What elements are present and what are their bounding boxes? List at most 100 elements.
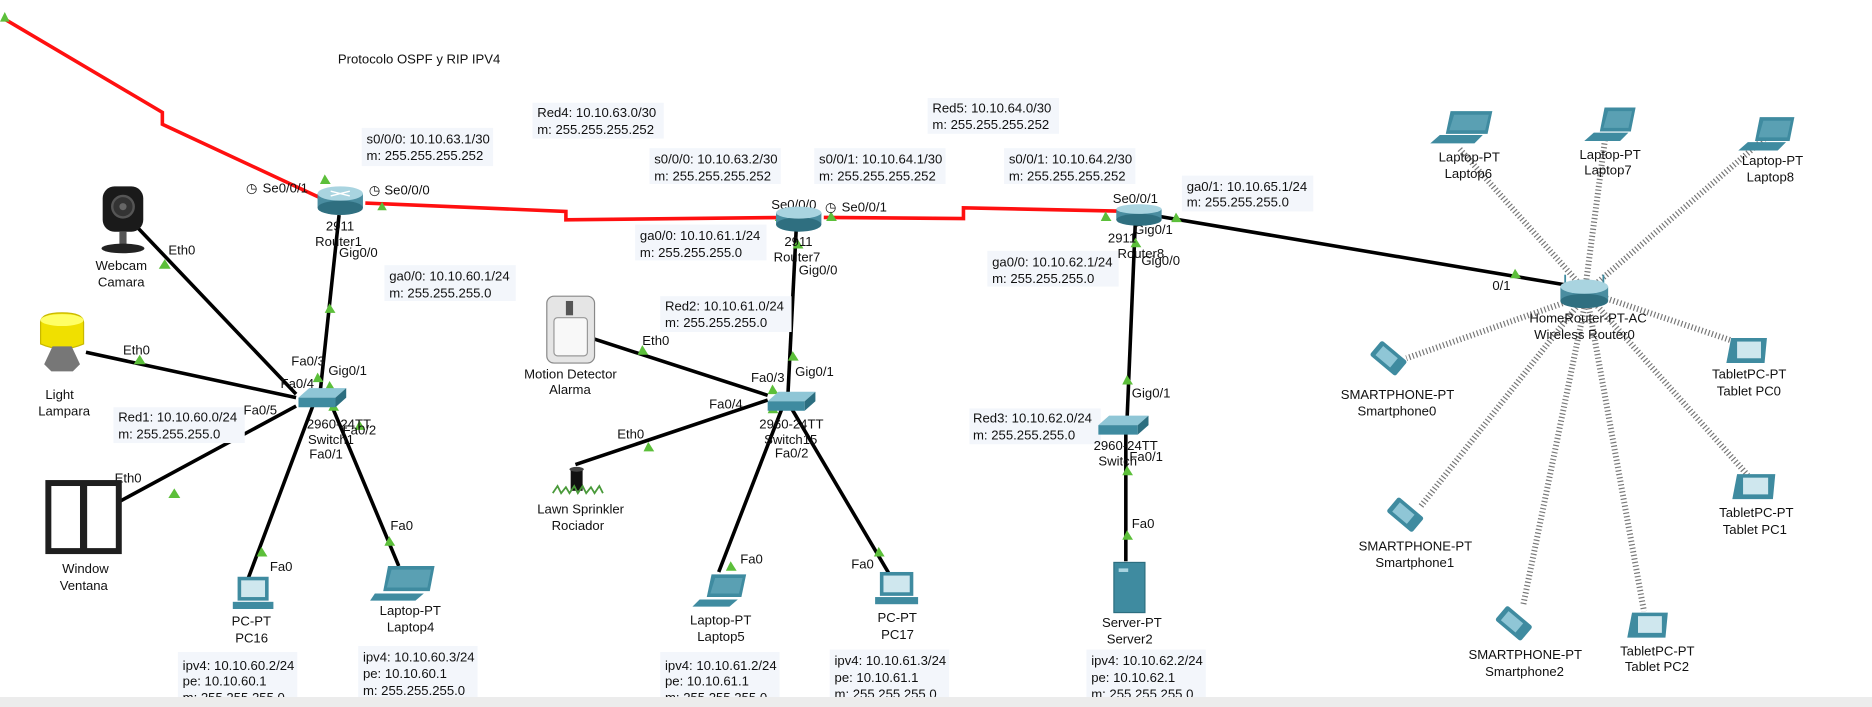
note-line: ga0/0: 10.10.61.1/24 (640, 228, 760, 243)
cable-motion-switch15[interactable] (590, 336, 769, 397)
tablet-icon (1732, 474, 1776, 500)
port-label: Gig0/1 (1132, 386, 1171, 401)
wireless-router0[interactable]: HomeRouter-PT-AC Wireless Router0 (1529, 274, 1647, 342)
device-model: TabletPC-PT (1719, 505, 1793, 520)
cable-router8-wireless-router[interactable] (1150, 213, 1577, 289)
device-model: Laptop-PT (1580, 147, 1641, 162)
note-line: m: 255.255.255.252 (1009, 168, 1126, 183)
router7[interactable]: 2911 Router7 (774, 206, 822, 265)
device-name: Rociador (552, 518, 605, 533)
note-line: m: 255.255.255.0 (665, 315, 767, 330)
cable-switch15-pc17[interactable] (789, 407, 891, 576)
cable-sprinkler-switch15[interactable] (574, 398, 769, 467)
note-router8-s001[interactable]: s0/0/1: 10.10.64.2/30 m: 255.255.255.252 (1004, 148, 1136, 184)
pc-icon (875, 571, 919, 605)
device-model: SMARTPHONE-PT (1341, 387, 1455, 402)
laptop8[interactable]: Laptop-PT Laptop8 (1738, 117, 1803, 185)
note-red4[interactable]: Red4: 10.10.63.0/30 m: 255.255.255.252 (532, 102, 664, 139)
note-line: ipv4: 10.10.62.2/24 (1091, 653, 1203, 668)
note-line: pe: 10.10.60.1 (363, 666, 447, 681)
light-lampara[interactable]: Light Lampara (38, 312, 91, 419)
switch-red3[interactable]: 2960-24TT Switch (1094, 415, 1158, 469)
router-icon (317, 186, 363, 216)
port-label: Gig0/1 (795, 364, 834, 379)
device-name: Laptop6 (1445, 166, 1492, 181)
note-router1-ga00[interactable]: ga0/0: 10.10.60.1/24 m: 255.255.255.0 (384, 265, 516, 301)
device-model: Server-PT (1102, 615, 1162, 630)
smartphone2[interactable]: SMARTPHONE-PT Smartphone2 (1468, 605, 1582, 679)
wireless-link-laptop6 (1456, 146, 1585, 289)
device-model: PC-PT (878, 610, 917, 625)
note-router8-ga00[interactable]: ga0/0: 10.10.62.1/24 m: 255.255.255.0 (987, 250, 1119, 287)
note-line: m: 255.255.255.0 (973, 427, 1075, 442)
note-red2[interactable]: Red2: 10.10.61.0/24 m: 255.255.255.0 (660, 296, 792, 333)
device-name: Server2 (1107, 632, 1153, 647)
device-name: Router7 (774, 250, 821, 265)
window-ventana[interactable]: Window Ventana (45, 480, 122, 593)
port-label: Fa0 (851, 556, 874, 571)
laptop7[interactable]: Laptop-PT Laptop7 (1580, 107, 1641, 178)
cable-light-switch1[interactable] (85, 350, 297, 400)
router1[interactable]: 2911 Router1 (315, 186, 363, 249)
switch1[interactable]: 2960-24TT Switch1 (298, 388, 371, 447)
device-name: Switch15 (764, 432, 817, 447)
note-line: Red3: 10.10.62.0/24 (973, 411, 1092, 426)
pc17[interactable]: PC-PT PC17 (875, 571, 919, 642)
lawn-sprinkler-rociador[interactable]: Lawn Sprinkler Rociador (537, 466, 625, 533)
cable-router7-switch15[interactable] (786, 226, 799, 395)
cable-webcam-switch1[interactable] (130, 219, 298, 396)
device-model: SMARTPHONE-PT (1359, 538, 1473, 553)
note-line: m: 255.255.255.0 (1187, 195, 1289, 210)
note-line: m: 255.255.255.252 (537, 122, 654, 137)
note-laptop4[interactable]: ipv4: 10.10.60.3/24 pe: 10.10.60.1 m: 25… (358, 646, 478, 701)
serial-link-router7-router8[interactable] (823, 206, 1135, 221)
router8[interactable]: 2911 Router8 (1108, 204, 1164, 261)
tablet-pc1[interactable]: TabletPC-PT Tablet PC1 (1719, 474, 1794, 537)
port-label: Eth0 (168, 242, 195, 257)
note-router1-s000[interactable]: s0/0/0: 10.10.63.1/30 m: 255.255.255.252 (361, 127, 494, 167)
smartphone1[interactable]: SMARTPHONE-PT Smartphone1 (1359, 497, 1473, 571)
cable-switch1-pc16[interactable] (246, 405, 315, 579)
cable-router8-switch[interactable] (1125, 220, 1138, 421)
laptop6[interactable]: Laptop-PT Laptop6 (1430, 111, 1500, 181)
tablet-pc2[interactable]: TabletPC-PT Tablet PC2 (1620, 612, 1694, 675)
device-model: PC-PT (232, 614, 271, 629)
serial-link-offscreen-router1[interactable] (3, 17, 338, 208)
note-red5[interactable]: Red5: 10.10.64.0/30 m: 255.255.255.252 (927, 98, 1059, 134)
note-line: m: 255.255.255.252 (654, 168, 771, 183)
cable-window-switch1[interactable] (118, 404, 297, 504)
serial-link-router1-router7[interactable] (365, 201, 793, 222)
switch-icon (767, 391, 816, 411)
port-label: Gig0/1 (1134, 222, 1173, 237)
motion-detector-alarma[interactable]: Motion Detector Alarma (524, 295, 617, 397)
wireless-link-smartphone0 (1405, 295, 1577, 362)
cable-switch1-laptop4[interactable] (330, 405, 401, 567)
device-model: 2911 (1108, 230, 1136, 245)
server2[interactable]: Server-PT Server2 (1102, 561, 1162, 647)
link-status-leds (0, 12, 1521, 571)
note-red3[interactable]: Red3: 10.10.62.0/24 m: 255.255.255.0 (969, 408, 1101, 445)
server-icon (1113, 561, 1146, 614)
tablet-pc0[interactable]: TabletPC-PT Tablet PC0 (1712, 337, 1786, 398)
switch15[interactable]: 2960-24TT Switch15 (759, 391, 824, 448)
note-line: Red1: 10.10.60.0/24 (118, 410, 237, 425)
smartphone0[interactable]: SMARTPHONE-PT Smartphone0 (1341, 340, 1455, 419)
webcam-camara[interactable]: Webcam Camara (96, 186, 148, 290)
note-router7-ga00[interactable]: ga0/0: 10.10.61.1/24 m: 255.255.255.0 (635, 224, 767, 261)
device-name: Smartphone0 (1357, 404, 1436, 419)
laptop5[interactable]: Laptop-PT Laptop5 (690, 574, 751, 644)
cable-switch15-laptop5[interactable] (717, 407, 784, 573)
laptop4[interactable]: Laptop-PT Laptop4 (370, 566, 441, 635)
note-router8-ga01[interactable]: ga0/1: 10.10.65.1/24 m: 255.255.255.0 (1181, 175, 1314, 212)
note-line: Red2: 10.10.61.0/24 (665, 299, 784, 314)
note-router7-s000[interactable]: s0/0/0: 10.10.63.2/30 m: 255.255.255.252 (649, 148, 781, 184)
device-model: Webcam (96, 258, 148, 273)
port-label: Eth0 (617, 426, 644, 441)
note-router7-s001[interactable]: s0/0/1: 10.10.64.1/30 m: 255.255.255.252 (814, 148, 946, 184)
horizontal-scrollbar[interactable] (0, 697, 1872, 707)
pc16[interactable]: PC-PT PC16 (232, 576, 274, 646)
note-red1[interactable]: Red1: 10.10.60.0/24 m: 255.255.255.0 (113, 407, 245, 444)
device-model: 2960-24TT (307, 417, 371, 432)
wireless-link-tablet0 (1598, 293, 1733, 344)
